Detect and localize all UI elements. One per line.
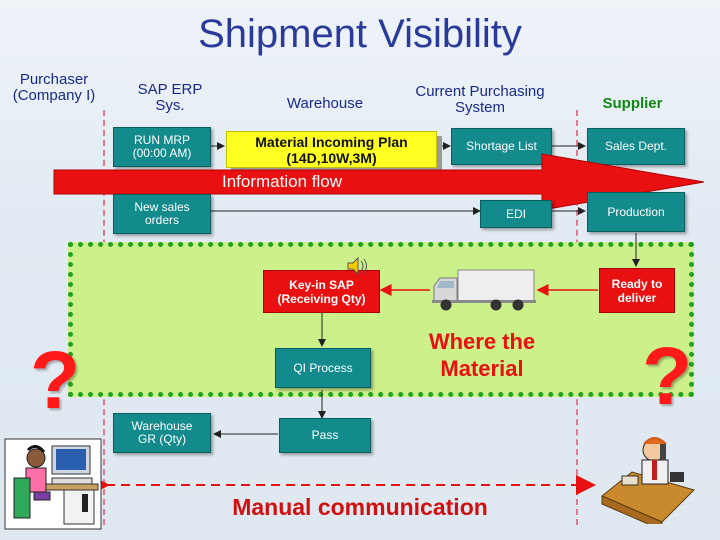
key-in-sap-box: Key-in SAP (Receiving Qty): [263, 270, 380, 313]
pass-box: Pass: [279, 418, 371, 453]
run-mrp-box: RUN MRP (00:00 AM): [113, 127, 211, 167]
truck-icon: [432, 269, 536, 311]
new-sales-orders-box: New sales orders: [113, 194, 211, 234]
column-header-warehouse: Warehouse: [286, 95, 364, 112]
material-zone: [68, 242, 694, 397]
column-header-sap: SAP ERP Sys.: [137, 81, 203, 114]
question-mark-right: ?: [642, 331, 693, 422]
column-header-current-purchasing: Current Purchasing System: [415, 83, 545, 116]
column-header-supplier: Supplier: [602, 95, 663, 112]
shortage-list-box: Shortage List: [451, 128, 552, 165]
office-worker-icon: [4, 438, 102, 530]
page-title: Shipment Visibility: [198, 12, 522, 56]
material-incoming-plan-box: Material Incoming Plan (14D,10W,3M): [226, 131, 437, 168]
ready-to-deliver-box: Ready to deliver: [599, 268, 675, 313]
manual-communication-label: Manual communication: [232, 494, 488, 520]
sales-dept-box: Sales Dept.: [587, 128, 685, 165]
production-box: Production: [587, 192, 685, 232]
column-header-purchaser: Purchaser (Company I): [12, 71, 96, 104]
qi-process-box: QI Process: [275, 348, 371, 388]
speaker-icon: [347, 256, 367, 276]
information-flow-label: Information flow: [222, 172, 342, 191]
warehouse-gr-box: Warehouse GR (Qty): [113, 413, 211, 453]
where-the-material-label: Where the Material: [428, 329, 536, 381]
phone-worker-icon: [601, 437, 695, 524]
edi-box: EDI: [480, 200, 552, 228]
question-mark-left: ?: [30, 335, 81, 426]
